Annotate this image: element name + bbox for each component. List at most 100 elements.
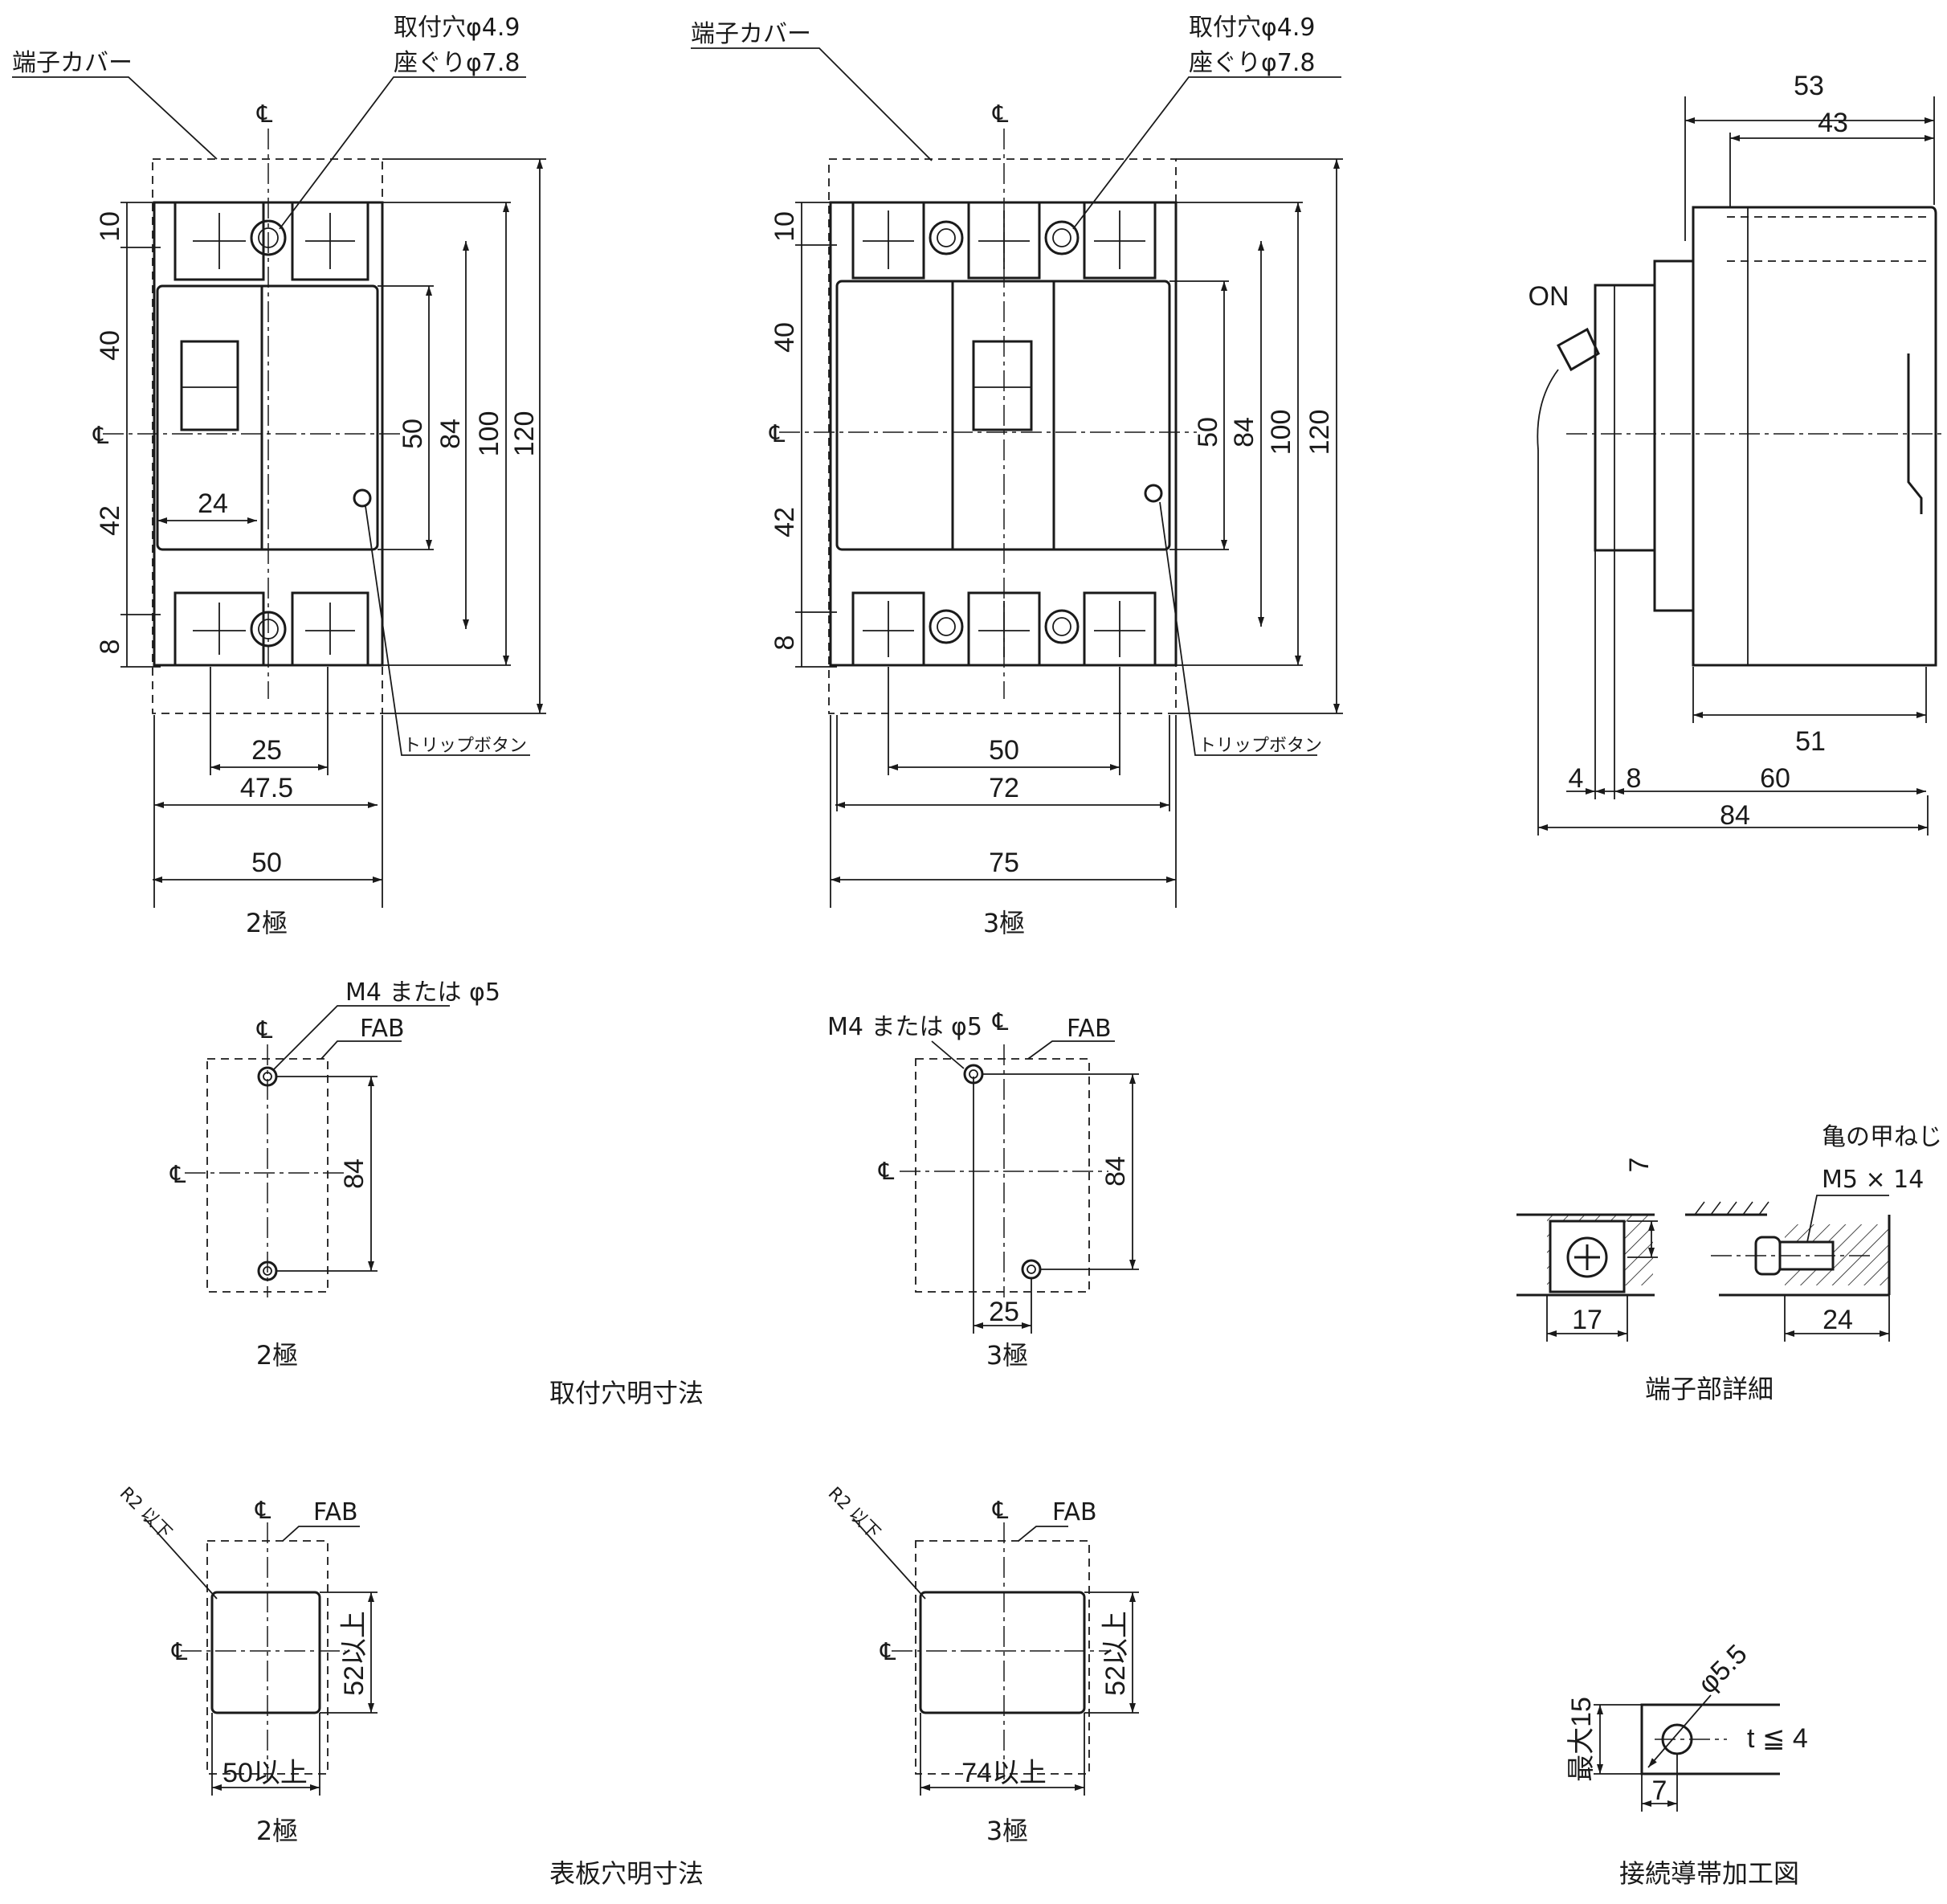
dim-8-side: 8 <box>1627 763 1642 794</box>
side-handle-base <box>1594 284 1656 552</box>
terminal-block <box>1083 201 1157 280</box>
dim-phi5-5: φ5.5 <box>1692 1639 1753 1700</box>
fab-label: FAB <box>1052 1498 1097 1526</box>
dim-50: 50 <box>989 735 1019 766</box>
panel-cutout-3pole <box>852 1518 1139 1796</box>
dim-120: 120 <box>1304 410 1335 456</box>
caption-2pole: 2極 <box>246 908 288 938</box>
caption-2pole: 2極 <box>256 1340 298 1371</box>
mount-hole <box>1044 220 1080 255</box>
busbar-detail <box>1594 1694 1780 1812</box>
screw-size-label: M4 または φ5 <box>345 979 500 1007</box>
kame-screw-label: 亀の甲ねじ <box>1822 1123 1942 1151</box>
dim-50: 50 <box>1193 417 1223 447</box>
fab-outline <box>915 1058 1090 1293</box>
dim-84: 84 <box>1229 417 1259 447</box>
cover-panel <box>835 280 1171 551</box>
screw-head <box>1566 1236 1608 1278</box>
screw-size-label: M4 または φ5 <box>827 1013 982 1041</box>
mount-hole <box>250 219 287 256</box>
panel-cutout-2pole <box>144 1518 378 1796</box>
front-view-2pole <box>12 76 546 908</box>
dim-4: 4 <box>1569 763 1584 794</box>
fab-label: FAB <box>1067 1015 1112 1043</box>
mount-hole <box>929 220 964 255</box>
mounting-holes-3pole <box>900 1040 1139 1334</box>
centerline-mark: ℄ <box>992 100 1008 129</box>
mount-hole-label: 取付穴φ4.9 <box>1189 14 1316 42</box>
dim-40: 40 <box>95 330 125 361</box>
caption-panel-cutout: 表板穴明寸法 <box>549 1858 704 1889</box>
dim-100: 100 <box>474 411 504 457</box>
dim-60: 60 <box>1760 763 1790 794</box>
dim-25: 25 <box>989 1297 1019 1327</box>
dim-74-up: 74以上 <box>961 1758 1047 1788</box>
dim-25: 25 <box>251 735 282 766</box>
centerline-mark: ℄ <box>992 1008 1008 1036</box>
side-body <box>1692 206 1937 667</box>
dim-50: 50 <box>398 419 428 449</box>
dim-75: 75 <box>989 848 1019 878</box>
dim-52-up: 52以上 <box>339 1611 369 1696</box>
terminal-block <box>851 591 925 667</box>
side-step <box>1653 259 1693 612</box>
dim-10: 10 <box>95 211 125 242</box>
dim-7: 7 <box>1624 1158 1655 1173</box>
toggle-lever <box>1556 327 1600 372</box>
radius-label: R2 以下 <box>824 1484 884 1543</box>
front-view-3pole <box>691 47 1343 908</box>
terminal-block <box>173 201 265 281</box>
dim-72: 72 <box>989 773 1019 803</box>
centerline-mark: ℄ <box>256 100 272 129</box>
dim-8: 8 <box>769 635 800 651</box>
dim-84: 84 <box>435 419 466 449</box>
centerline-mark: ℄ <box>878 1158 894 1186</box>
dim-84: 84 <box>1100 1156 1131 1187</box>
dim-51: 51 <box>1795 726 1826 757</box>
centerline-mark: ℄ <box>992 1497 1008 1525</box>
terminal-block <box>291 201 369 281</box>
mount-hole <box>1044 609 1080 644</box>
caption-3pole: 3極 <box>986 1816 1028 1846</box>
dim-52-up: 52以上 <box>1100 1611 1131 1696</box>
centerline-mark: ℄ <box>171 1638 187 1666</box>
terminal-cover-label: 端子カバー <box>12 49 133 77</box>
body-outline <box>829 201 1178 667</box>
dim-40: 40 <box>769 322 800 353</box>
centerline-mark: ℄ <box>169 1161 186 1189</box>
mount-hole <box>929 609 964 644</box>
caption-terminal-detail: 端子部詳細 <box>1645 1374 1774 1404</box>
cutout <box>210 1591 321 1714</box>
busbar-outline <box>1640 1703 1780 1775</box>
trip-button-label: トリップボタン <box>403 736 527 756</box>
screw-spec-label: M5 × 14 <box>1822 1166 1924 1194</box>
terminal-cover-label: 端子カバー <box>691 20 811 48</box>
dim-7: 7 <box>1652 1775 1667 1806</box>
cover-panel <box>156 284 379 551</box>
dim-50-up: 50以上 <box>222 1758 308 1788</box>
terminal-block <box>291 591 369 667</box>
fab-outline <box>915 1540 1090 1775</box>
fab-label: FAB <box>313 1498 358 1526</box>
trip-button-icon <box>1144 484 1163 503</box>
caption-mounting-holes: 取付穴明寸法 <box>549 1378 704 1408</box>
terminal-block <box>173 591 265 667</box>
trip-button-label: トリップボタン <box>1198 736 1322 756</box>
dim-42: 42 <box>769 507 800 537</box>
cutout <box>919 1591 1086 1714</box>
caption-2pole: 2極 <box>256 1816 298 1846</box>
mount-hole-label: 取付穴φ4.9 <box>394 14 520 42</box>
dim-50-width: 50 <box>251 848 282 878</box>
fab-label: FAB <box>360 1015 405 1043</box>
toggle-handle <box>180 340 239 431</box>
radius-label: R2 以下 <box>116 1484 175 1543</box>
centerline-mark: ℄ <box>256 1016 272 1044</box>
thickness-label: t ≦ 4 <box>1747 1723 1808 1754</box>
on-label: ON <box>1529 281 1569 312</box>
terminal-block <box>851 201 925 280</box>
trip-button-icon <box>353 488 372 508</box>
terminal-block <box>1083 591 1157 667</box>
side-view <box>1537 96 1944 836</box>
terminal-detail <box>1516 1195 1891 1342</box>
dim-24: 24 <box>198 488 228 519</box>
